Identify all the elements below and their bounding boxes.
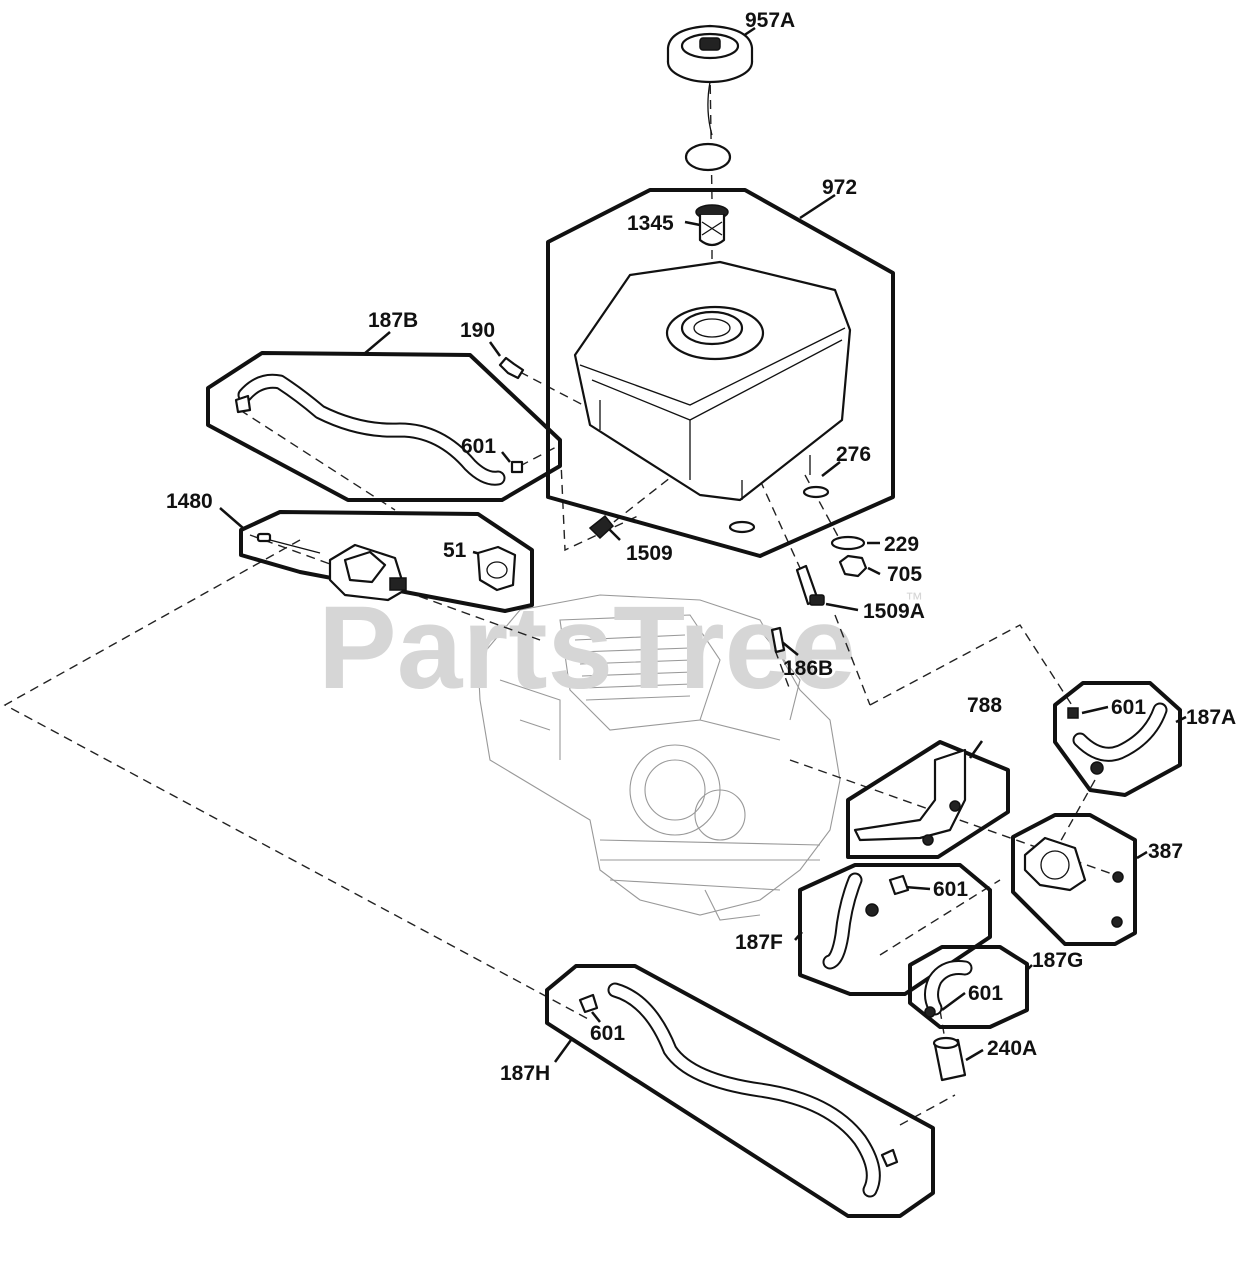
hose-187b	[234, 373, 524, 486]
hose-187g	[924, 960, 973, 1018]
fuel-filter-240a	[932, 1036, 967, 1082]
box-187g	[908, 945, 1029, 1029]
box-187f	[798, 863, 992, 996]
label-705: 705	[887, 563, 922, 586]
box-1480	[239, 510, 534, 613]
label-187a: 187A	[1186, 706, 1236, 729]
callout-boxes	[206, 188, 1182, 1218]
box-187a	[1053, 681, 1182, 797]
washer-229	[830, 535, 866, 551]
label-1480: 1480	[166, 490, 213, 513]
nut-705	[838, 554, 868, 578]
label-601-middle: 601	[933, 878, 968, 901]
fuel-strainer	[695, 204, 729, 247]
label-187h: 187H	[500, 1062, 550, 1085]
box-788	[846, 740, 1010, 859]
gasket-51	[476, 545, 517, 592]
callout-labels: 957A 972 1345 187B 190 601 276 1480 51 1…	[166, 9, 1236, 1085]
box-972	[546, 188, 895, 558]
box-187h	[545, 964, 935, 1218]
label-788: 788	[967, 694, 1002, 717]
label-601-g: 601	[968, 982, 1003, 1005]
label-51: 51	[443, 539, 467, 562]
label-601-top-left: 601	[461, 435, 496, 458]
label-186b: 186B	[783, 657, 833, 680]
label-276: 276	[836, 443, 871, 466]
label-187g: 187G	[1032, 949, 1083, 972]
hose-187a	[1067, 702, 1168, 775]
box-387	[1011, 813, 1137, 946]
label-190: 190	[460, 319, 495, 342]
fuel-pump-387	[1023, 836, 1124, 928]
label-957a: 957A	[745, 9, 795, 32]
hose-187h	[578, 982, 899, 1198]
label-1509: 1509	[626, 542, 673, 565]
watermark-tm: ™	[905, 589, 923, 609]
fuel-cap	[666, 24, 754, 172]
label-1509a: 1509A	[863, 600, 925, 623]
bolt-190	[498, 356, 525, 380]
leader-lines	[219, 26, 1187, 1063]
label-601-bottom: 601	[590, 1022, 625, 1045]
fitting-1509a	[795, 564, 825, 606]
fuel-tank	[573, 260, 852, 534]
label-387: 387	[1148, 840, 1183, 863]
box-187b	[206, 351, 562, 502]
hose-187f	[822, 872, 910, 970]
fitting-186b	[770, 626, 786, 654]
label-229: 229	[884, 533, 919, 556]
carburetor-1480	[256, 532, 407, 602]
label-1345: 1345	[627, 212, 674, 235]
label-972: 972	[822, 176, 857, 199]
engine-block	[477, 594, 841, 921]
fitting-1509	[588, 514, 615, 540]
label-601-right: 601	[1111, 696, 1146, 719]
label-240a: 240A	[987, 1037, 1037, 1060]
watermark: PartsTree	[318, 582, 856, 714]
bracket-788	[853, 748, 967, 846]
label-187b: 187B	[368, 309, 418, 332]
label-187f: 187F	[735, 931, 783, 954]
